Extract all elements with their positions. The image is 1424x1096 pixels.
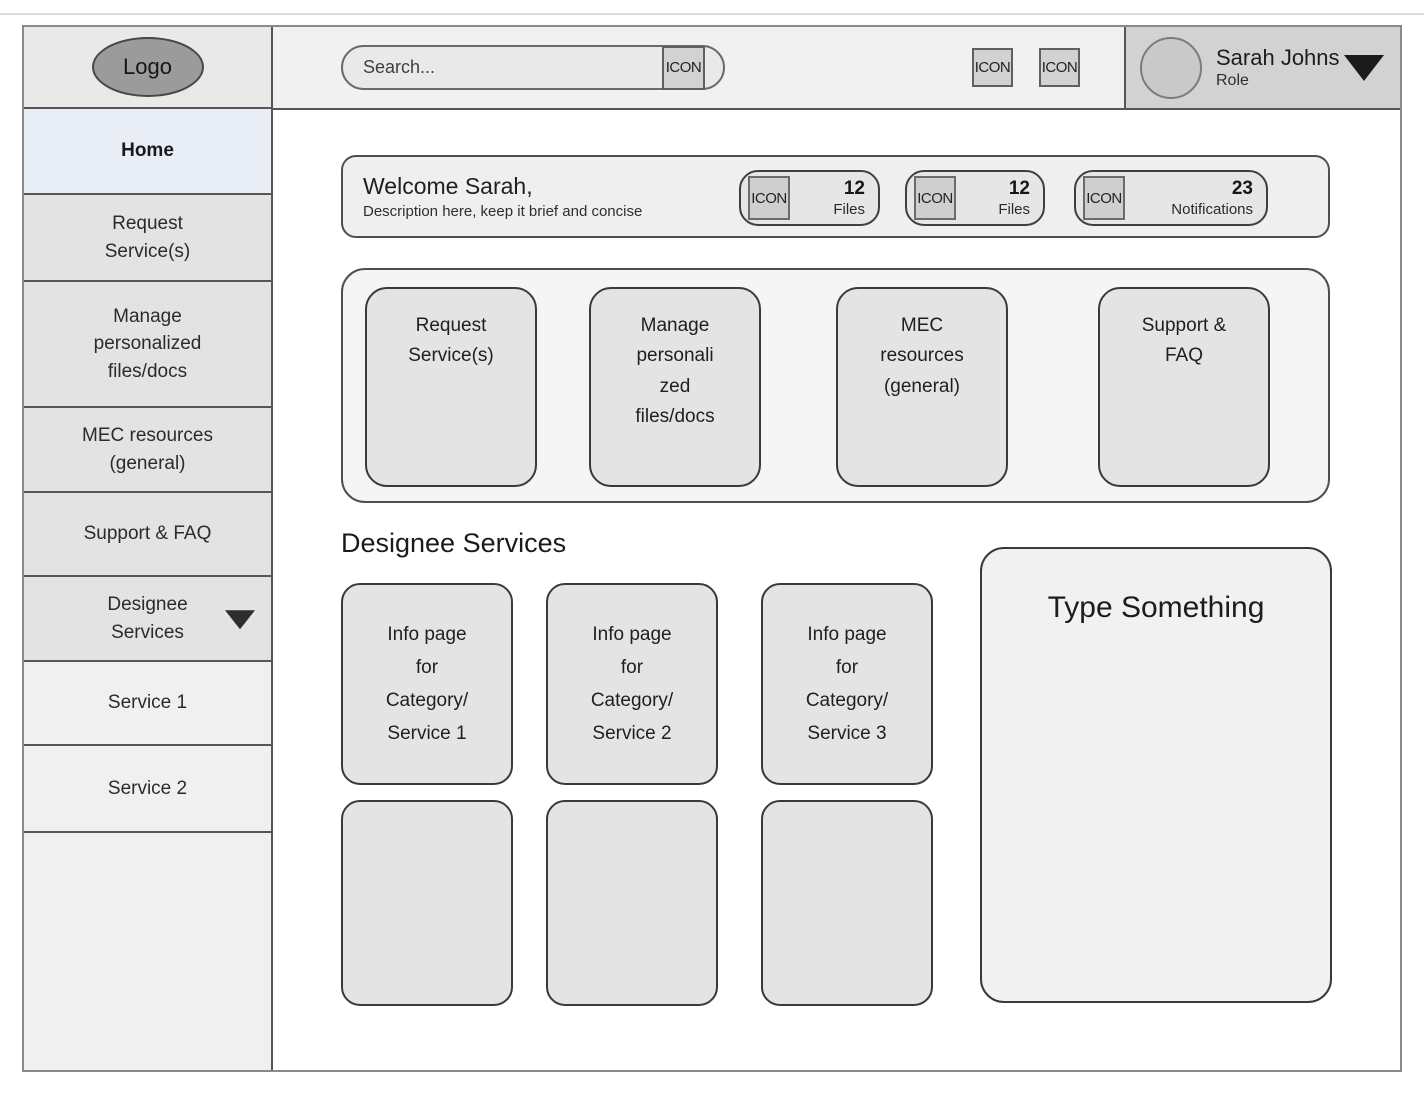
designee-info-card-2[interactable]: Info page for Category/ Service 2	[546, 583, 718, 785]
placeholder-card-2[interactable]	[546, 800, 718, 1006]
sidebar-item-mec-resources[interactable]: MEC resources (general)	[24, 408, 271, 493]
stat-text: 12 Files	[833, 178, 865, 218]
sidebar-item-label: Request Service(s)	[104, 212, 191, 262]
user-profile-menu[interactable]: Sarah Johns Role	[1124, 27, 1400, 108]
sidebar-item-service-2[interactable]: Service 2	[24, 746, 271, 833]
sidebar-item-home[interactable]: Home	[24, 109, 271, 195]
topbar-icon-2[interactable]: ICON	[1039, 48, 1080, 87]
stat-chip-files-1: ICON 12 Files	[739, 170, 880, 226]
designee-services-heading: Designee Services	[341, 528, 567, 558]
sidebar-item-request-services[interactable]: Request Service(s)	[24, 195, 271, 282]
user-info: Sarah Johns Role	[1216, 45, 1340, 89]
avatar	[1140, 36, 1202, 99]
quick-card-mec-resources[interactable]: MEC resources (general)	[836, 287, 1008, 487]
stat-label: Files	[833, 201, 865, 218]
sidebar-item-label: MEC resources (general)	[82, 424, 213, 474]
user-name: Sarah Johns	[1216, 45, 1340, 71]
app-window: Logo Home Request Service(s) Manage pers…	[22, 25, 1402, 1072]
info-card-label: Info page for Category/ Service 1	[385, 623, 469, 745]
topbar-icon-group: ICON ICON	[972, 48, 1080, 87]
welcome-banner: Welcome Sarah, Description here, keep it…	[341, 155, 1330, 238]
designee-info-card-1[interactable]: Info page for Category/ Service 1	[341, 583, 513, 785]
chevron-down-icon	[1344, 54, 1384, 81]
sidebar-item-support-faq[interactable]: Support & FAQ	[24, 493, 271, 577]
stat-text: 12 Files	[998, 178, 1030, 218]
page-top-rule	[0, 13, 1424, 15]
sidebar-item-label: Service 1	[107, 692, 188, 714]
stat-chip-notifications: ICON 23 Notifications	[1074, 170, 1268, 226]
files-icon: ICON	[748, 176, 790, 220]
welcome-subtitle: Description here, keep it brief and conc…	[363, 203, 643, 220]
sidebar: Logo Home Request Service(s) Manage pers…	[24, 27, 273, 1070]
stat-chip-files-2: ICON 12 Files	[905, 170, 1045, 226]
designee-info-card-3[interactable]: Info page for Category/ Service 3	[761, 583, 933, 785]
sidebar-logo-container: Logo	[24, 27, 271, 109]
notes-panel[interactable]: Type Something	[980, 547, 1332, 1003]
sidebar-item-label: Manage personalized files/docs	[93, 305, 202, 382]
stat-label: Notifications	[1171, 201, 1253, 218]
quick-card-manage-files[interactable]: Manage personali zed files/docs	[589, 287, 761, 487]
sidebar-nav: Home Request Service(s) Manage personali…	[24, 109, 271, 1070]
search-icon[interactable]: ICON	[662, 45, 705, 90]
search-bar[interactable]: ICON	[341, 45, 725, 90]
info-card-label: Info page for Category/ Service 3	[805, 623, 889, 745]
placeholder-card-3[interactable]	[761, 800, 933, 1006]
sidebar-filler	[24, 833, 271, 1070]
quick-card-request-services[interactable]: Request Service(s)	[365, 287, 537, 487]
sidebar-item-manage-files[interactable]: Manage personalized files/docs	[24, 282, 271, 408]
info-card-label: Info page for Category/ Service 2	[590, 623, 674, 745]
stat-text: 23 Notifications	[1171, 178, 1253, 218]
placeholder-card-1[interactable]	[341, 800, 513, 1006]
sidebar-item-label: Designee Services	[107, 593, 188, 643]
notes-panel-title: Type Something	[1047, 591, 1265, 624]
quick-links-container: Request Service(s) Manage personali zed …	[341, 268, 1330, 503]
chevron-down-icon	[225, 609, 255, 629]
topbar: ICON ICON ICON Sarah Johns Role	[273, 27, 1400, 110]
search-input[interactable]	[343, 57, 662, 78]
content-column: ICON ICON ICON Sarah Johns Role Welcome …	[273, 27, 1400, 1070]
files-icon: ICON	[914, 176, 956, 220]
sidebar-item-service-1[interactable]: Service 1	[24, 662, 271, 746]
welcome-text: Welcome Sarah, Description here, keep it…	[363, 173, 642, 220]
stat-value: 12	[1008, 178, 1030, 199]
logo: Logo	[91, 37, 204, 97]
stat-value: 12	[843, 178, 865, 199]
sidebar-item-label: Service 2	[107, 777, 188, 799]
stat-value: 23	[1231, 178, 1253, 199]
welcome-title: Welcome Sarah,	[363, 173, 533, 199]
topbar-icon-1[interactable]: ICON	[972, 48, 1013, 87]
main-content: Welcome Sarah, Description here, keep it…	[273, 110, 1400, 1070]
notifications-icon: ICON	[1083, 176, 1125, 220]
quick-card-support-faq[interactable]: Support & FAQ	[1098, 287, 1270, 487]
user-role: Role	[1216, 71, 1249, 89]
stat-label: Files	[998, 201, 1030, 218]
sidebar-item-label: Support & FAQ	[83, 523, 212, 545]
sidebar-item-label: Home	[121, 140, 174, 162]
sidebar-item-designee-services[interactable]: Designee Services	[24, 577, 271, 662]
